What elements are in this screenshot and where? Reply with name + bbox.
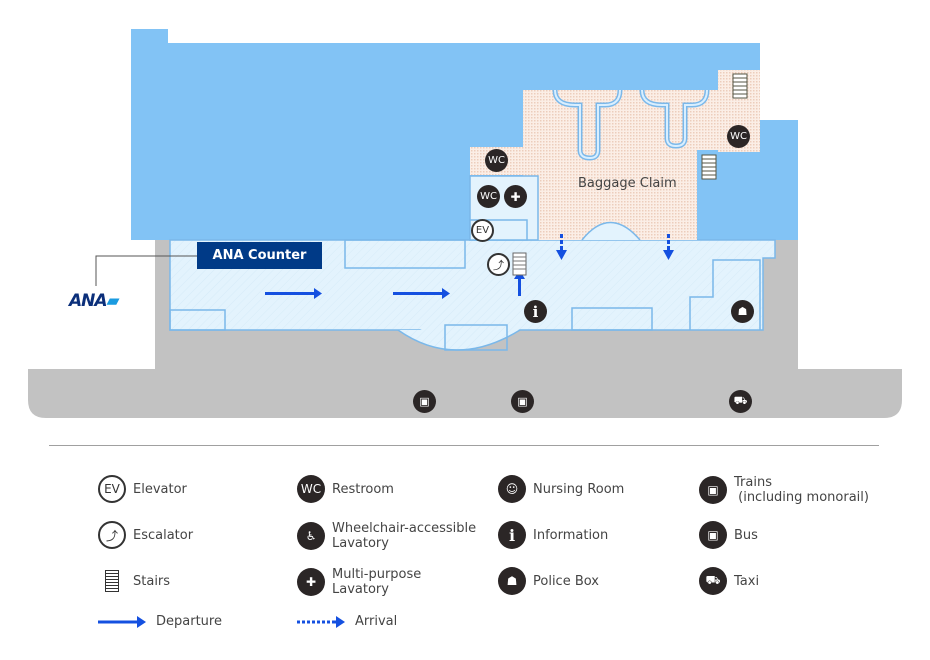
- bus-icon[interactable]: ▣: [511, 390, 534, 413]
- stairs-icon: [98, 567, 126, 595]
- legend-item-police-box: ☗ Police Box: [498, 567, 599, 595]
- police-box-icon[interactable]: ☗: [731, 300, 754, 323]
- information-icon: i: [498, 521, 526, 549]
- legend-item-taxi: ⛟ Taxi: [699, 567, 759, 595]
- wheelchair-icon: ♿: [297, 522, 325, 550]
- departure-arrow-icon: [98, 615, 146, 628]
- escalator-icon[interactable]: ⤴: [487, 253, 510, 276]
- legend-item-arrival: Arrival: [297, 614, 397, 629]
- arrival-arrow: [556, 234, 674, 260]
- legend-item-bus: ▣ Bus: [699, 521, 758, 549]
- bus-icon: ▣: [699, 521, 727, 549]
- nursing-room-icon: ☺: [498, 475, 526, 503]
- divider: [49, 445, 879, 446]
- legend-item-restroom: WC Restroom: [297, 475, 394, 503]
- bus-icon[interactable]: ▣: [413, 390, 436, 413]
- floor-plan: [28, 29, 902, 418]
- taxi-icon[interactable]: ⛟: [729, 390, 752, 413]
- elevator-icon: EV: [98, 475, 126, 503]
- legend-item-departure: Departure: [98, 614, 222, 629]
- legend-item-nursing-room: ☺ Nursing Room: [498, 475, 624, 503]
- legend-item-escalator: ⤴ Escalator: [98, 521, 193, 549]
- police-box-icon: ☗: [498, 567, 526, 595]
- multipurpose-lavatory-icon: ✚: [297, 568, 325, 596]
- legend-item-trains: ▣ Trains (including monorail): [699, 475, 869, 505]
- baggage-claim-label: Baggage Claim: [578, 176, 677, 191]
- taxi-icon: ⛟: [699, 567, 727, 595]
- stairs-icon: [701, 154, 717, 180]
- legend-item-elevator: EV Elevator: [98, 475, 187, 503]
- ana-logo: ANA▰: [69, 291, 120, 311]
- legend-item-stairs: Stairs: [98, 567, 170, 595]
- restroom-icon[interactable]: WC: [485, 149, 508, 172]
- multipurpose-lavatory-icon[interactable]: ✚: [504, 185, 527, 208]
- elevator-icon[interactable]: EV: [471, 219, 494, 242]
- escalator-icon: ⤴: [98, 521, 126, 549]
- ana-counter-label: ANA Counter: [197, 242, 322, 269]
- restroom-icon[interactable]: WC: [477, 185, 500, 208]
- legend-item-multipurpose-lavatory: ✚ Multi-purpose Lavatory: [297, 567, 421, 597]
- train-icon: ▣: [699, 476, 727, 504]
- stairs-icon: [732, 73, 748, 99]
- restroom-icon[interactable]: WC: [727, 125, 750, 148]
- legend-item-wheelchair-lavatory: ♿ Wheelchair-accessible Lavatory: [297, 521, 476, 551]
- restroom-icon: WC: [297, 475, 325, 503]
- arrival-arrow-icon: [297, 615, 345, 628]
- stairs-icon: [512, 252, 527, 276]
- information-icon[interactable]: i: [524, 300, 547, 323]
- legend-item-information: i Information: [498, 521, 608, 549]
